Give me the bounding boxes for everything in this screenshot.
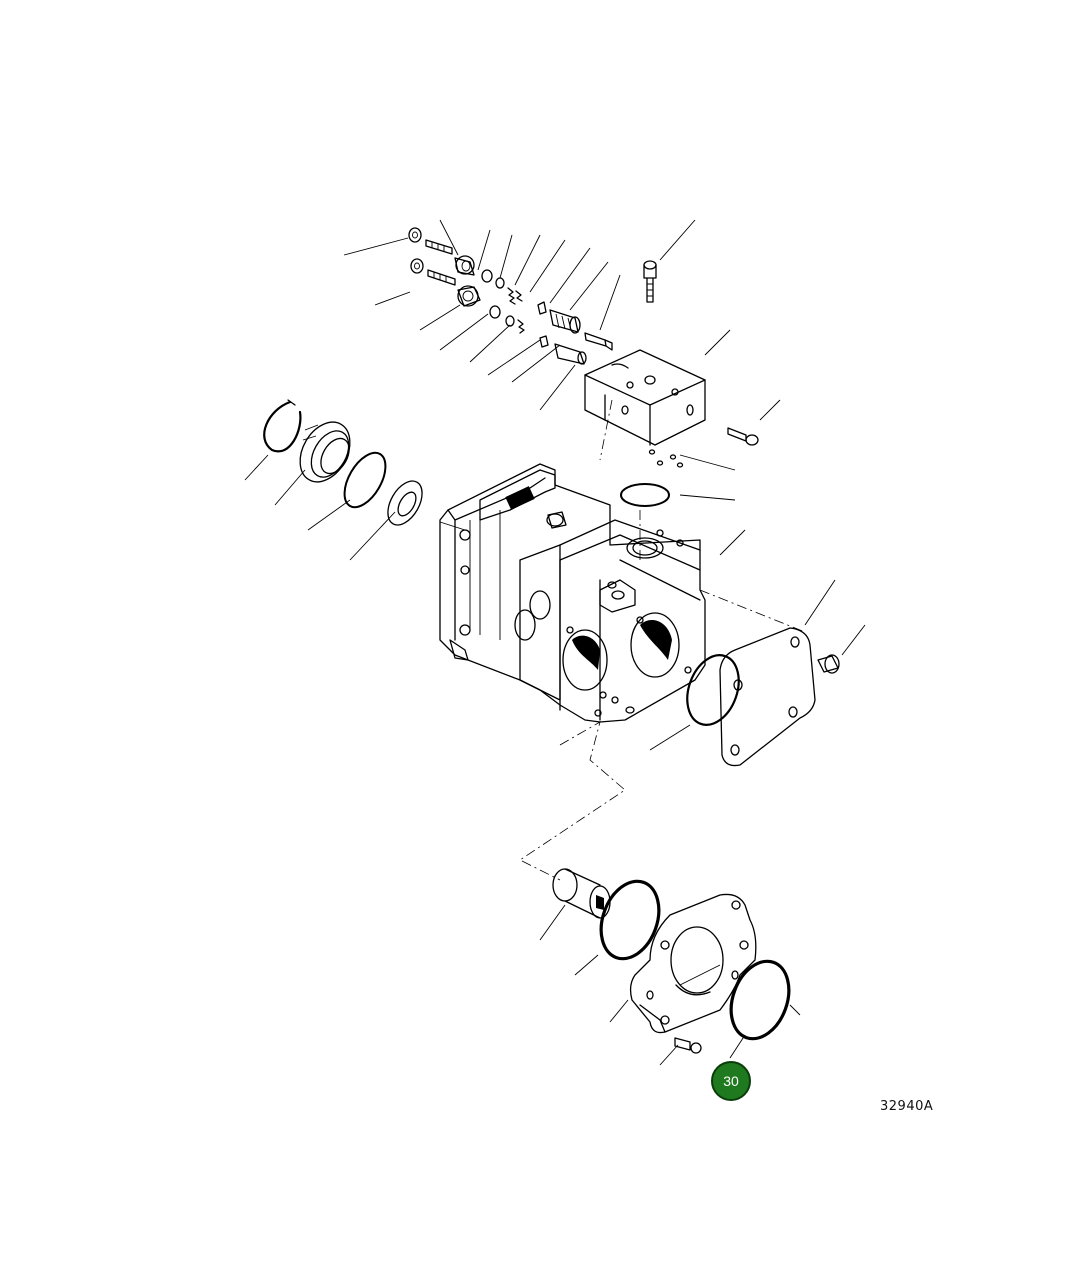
coupling-sleeve bbox=[552, 868, 611, 919]
valve-cartridge-parts bbox=[408, 227, 613, 365]
control-valve-block bbox=[584, 349, 706, 446]
flange-bolt bbox=[674, 1037, 702, 1054]
oring-adapter-left bbox=[599, 879, 661, 961]
shaft-seal-parts bbox=[263, 399, 423, 526]
assembly-centerlines bbox=[519, 399, 806, 881]
cover-plate bbox=[719, 627, 816, 767]
cap-screw-horizontal bbox=[727, 427, 759, 446]
adapter-flange bbox=[629, 893, 757, 1034]
leader-lines bbox=[244, 219, 866, 1066]
pump-housing bbox=[439, 463, 706, 723]
drawing-number: 32940A bbox=[880, 1099, 934, 1114]
cap-screw-vertical bbox=[643, 260, 657, 303]
oring-port bbox=[620, 483, 670, 507]
small-orings bbox=[648, 449, 684, 468]
oring-adapter-right bbox=[729, 959, 791, 1041]
callout-badge-30[interactable]: 30 bbox=[711, 1061, 751, 1101]
plug-bolt bbox=[817, 654, 840, 674]
